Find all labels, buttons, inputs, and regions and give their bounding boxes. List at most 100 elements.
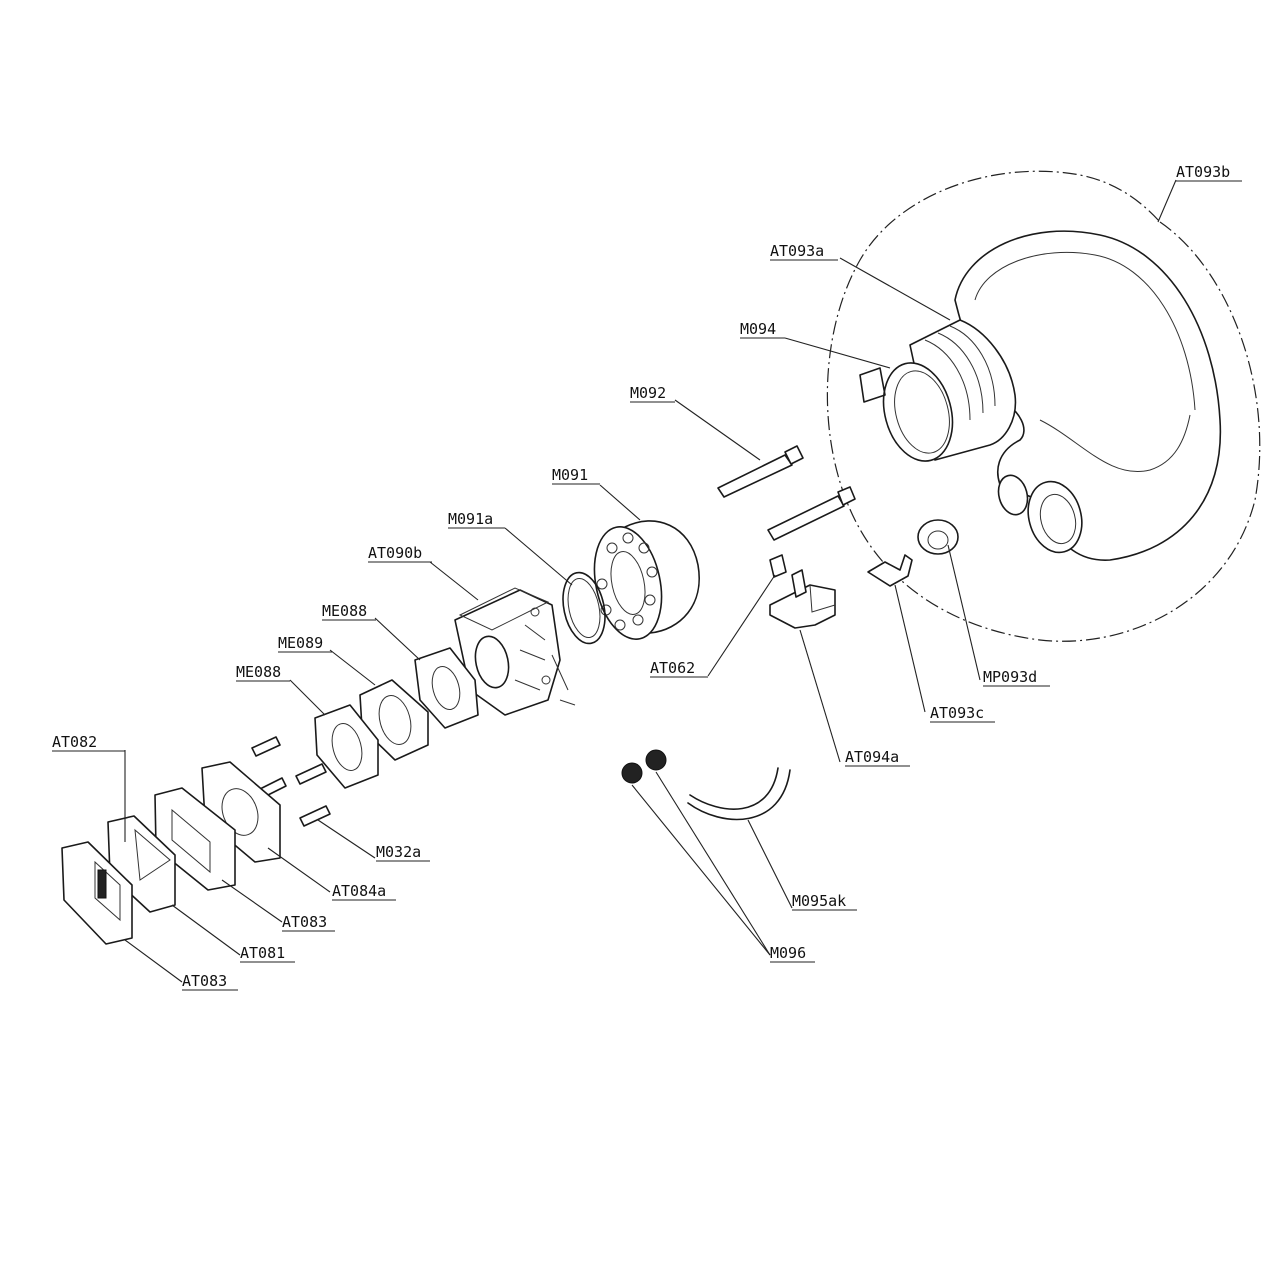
screw-top <box>251 736 281 757</box>
leader-mp093d <box>947 544 981 681</box>
label-at081: AT081 <box>240 944 285 962</box>
leader-at090b <box>429 561 479 601</box>
label-m096: M096 <box>770 944 806 962</box>
gasket-me088-upper <box>414 647 479 729</box>
spacer-holes <box>596 532 658 631</box>
carburetor-bore <box>474 635 510 689</box>
airbox-outlet-right-inner <box>1039 493 1077 545</box>
airbox-housing <box>954 230 1222 561</box>
long-bolt-lower-head <box>837 486 856 506</box>
leader-m032a <box>317 819 376 859</box>
long-bolt-lower <box>767 495 845 541</box>
spacer-bore <box>610 551 646 615</box>
label-at083-top: AT083 <box>282 913 327 931</box>
label-mp093d: MP093d <box>983 668 1037 686</box>
label-m032a: M032a <box>376 843 421 861</box>
label-at062: AT062 <box>650 659 695 677</box>
gasket-me088-upper-hole <box>431 665 461 711</box>
fuel-filter-right <box>645 749 667 771</box>
gasket-at083-lower <box>61 841 133 945</box>
leader-lines <box>124 179 1177 983</box>
label-at093a: AT093a <box>770 242 824 260</box>
screw-lower <box>299 805 331 827</box>
carburetor-top <box>458 587 550 631</box>
bracket-screw <box>769 554 787 578</box>
label-me088-bottom: ME088 <box>236 663 281 681</box>
airbox-assembly-group <box>826 170 1261 642</box>
bracket-bolt <box>791 569 807 598</box>
airbox-housing-seam <box>974 251 1196 411</box>
carburetor-screw-a <box>530 607 540 617</box>
label-at090b: AT090b <box>368 544 422 562</box>
label-at094a: AT094a <box>845 748 899 766</box>
carburetor-group <box>454 587 576 716</box>
long-bolts-group <box>717 445 856 541</box>
hose-clamp-inner <box>894 370 950 454</box>
fuel-hose-outer <box>687 769 791 821</box>
gasket-at083-lower-window <box>94 860 121 922</box>
leader-me088-lower <box>289 679 326 716</box>
label-m091: M091 <box>552 466 588 484</box>
label-m091a: M091a <box>448 510 493 528</box>
intake-neck-ribs <box>924 325 996 421</box>
leader-m096-a <box>631 784 771 956</box>
fuel-hose <box>689 767 779 810</box>
gasket-me088-lower <box>314 704 379 789</box>
airbox-group-boundary <box>826 170 1261 642</box>
label-at093b: AT093b <box>1176 163 1230 181</box>
vent-nipple <box>867 554 913 587</box>
o-ring <box>562 571 606 645</box>
leader-at093b <box>1157 179 1177 223</box>
carburetor-details <box>514 624 576 706</box>
hose-clamp-screw <box>859 367 886 403</box>
label-at082: AT082 <box>52 733 97 751</box>
leader-m092 <box>674 399 761 461</box>
screw-middle <box>295 763 327 785</box>
label-at083-bottom: AT083 <box>182 972 227 990</box>
leader-at083-lower <box>124 939 183 983</box>
leader-m095ak <box>747 819 793 909</box>
leader-at094a <box>799 629 841 763</box>
leader-at093a <box>839 257 951 321</box>
label-me088-top: ME088 <box>322 602 367 620</box>
leader-at081 <box>171 904 241 956</box>
leader-at083-upper <box>221 879 283 923</box>
gaskets-group <box>314 647 479 789</box>
plate-at084a-hole <box>221 788 259 836</box>
part-labels: AT093b AT093a M094 M092 M091 M091a AT090… <box>52 163 1242 991</box>
o-ring-inner <box>567 577 601 639</box>
fuel-parts-group <box>621 749 791 821</box>
leader-me088-upper <box>374 617 421 661</box>
bracket-group <box>769 554 836 629</box>
reed-block-group <box>61 761 281 945</box>
leader-at062 <box>707 574 776 677</box>
leader-m094 <box>784 337 891 369</box>
mounting-bracket-fold <box>809 584 836 613</box>
gasket-at083-upper-window <box>171 808 211 874</box>
leader-at084a <box>267 847 331 893</box>
leader-m091 <box>599 484 641 521</box>
mounting-bracket <box>769 584 836 629</box>
leader-me089 <box>329 649 376 686</box>
fuel-filter-left <box>621 762 643 784</box>
gasket-me088-lower-hole <box>331 723 363 771</box>
airbox-outlet-left <box>997 474 1029 516</box>
leader-m091a <box>504 527 573 586</box>
label-m094: M094 <box>740 320 776 338</box>
leader-at093c <box>894 584 926 713</box>
long-bolt-upper <box>717 454 793 498</box>
reed-cage-wedge <box>134 828 171 881</box>
reed-petal <box>97 869 107 899</box>
airbox-housing-contour <box>1039 414 1191 472</box>
threaded-insert-inner <box>927 530 949 550</box>
label-at084a: AT084a <box>332 882 386 900</box>
airbox-outlet-right <box>1027 480 1083 554</box>
label-m092: M092 <box>630 384 666 402</box>
hose-clamp-ring <box>882 362 954 462</box>
spacer-group <box>562 520 700 645</box>
carburetor-screw-b <box>541 675 551 685</box>
label-m095ak: M095ak <box>792 892 846 910</box>
flange-me089-hole <box>378 695 412 745</box>
leader-m096-b <box>655 771 771 956</box>
